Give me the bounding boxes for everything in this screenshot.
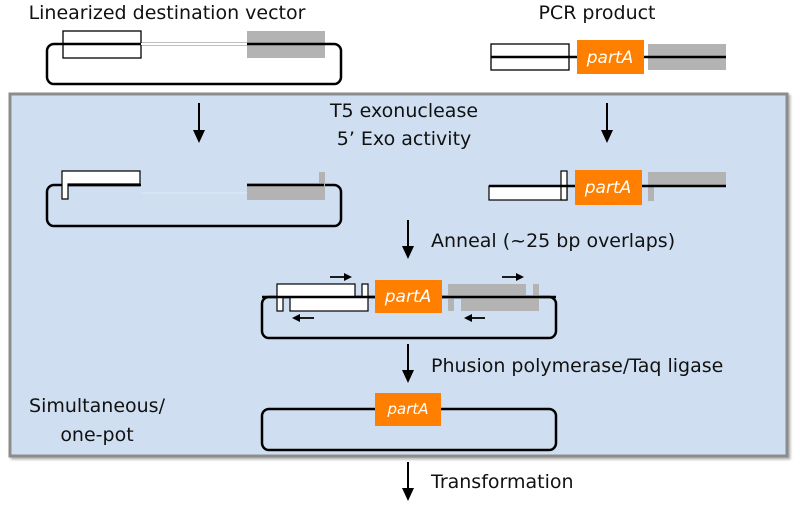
arrow-head-icon [464, 314, 472, 322]
arrow-head-icon [193, 130, 205, 143]
linearized-vector [45, 30, 343, 86]
chewed-vector [45, 170, 343, 228]
single-strand-overhang-right [247, 185, 325, 200]
pcr-product: partA [490, 40, 726, 74]
arrow-head-icon [601, 130, 613, 143]
title-linearized-vector: Linearized destination vector [29, 2, 306, 24]
step-anneal: Anneal (~25 bp overlaps) [431, 230, 675, 252]
final-plasmid: partA [260, 393, 558, 452]
insert-parta [375, 280, 442, 313]
insert-label: partA [384, 287, 432, 307]
arrow-head-icon [402, 488, 414, 501]
annealed-construct: partA [260, 273, 558, 340]
insert-parta [575, 170, 642, 205]
single-strand-overhang-left [488, 185, 568, 201]
arrow-head-icon [402, 246, 414, 259]
step-transformation: Transformation [430, 471, 574, 493]
title-pcr-product: PCR product [538, 2, 655, 24]
arrow-head-icon [516, 273, 524, 281]
arrow-head-icon [402, 370, 414, 383]
chewed-pcr-product: partA [488, 170, 726, 205]
note-line1: Simultaneous/ [29, 395, 166, 417]
note-line2: one-pot [60, 424, 133, 446]
step-polymerase-ligase: Phusion polymerase/Taq ligase [431, 355, 723, 377]
insert-label: partA [586, 48, 634, 68]
insert-parta [375, 393, 441, 426]
step-exo-line2: 5’ Exo activity [337, 128, 472, 150]
insert-parta [577, 40, 644, 74]
insert-label: partA [386, 400, 428, 418]
arrow-head-icon [292, 314, 300, 322]
insert-label: partA [584, 178, 632, 198]
arrow-head-icon [344, 273, 352, 281]
step-exo-line1: T5 exonuclease [329, 100, 478, 122]
